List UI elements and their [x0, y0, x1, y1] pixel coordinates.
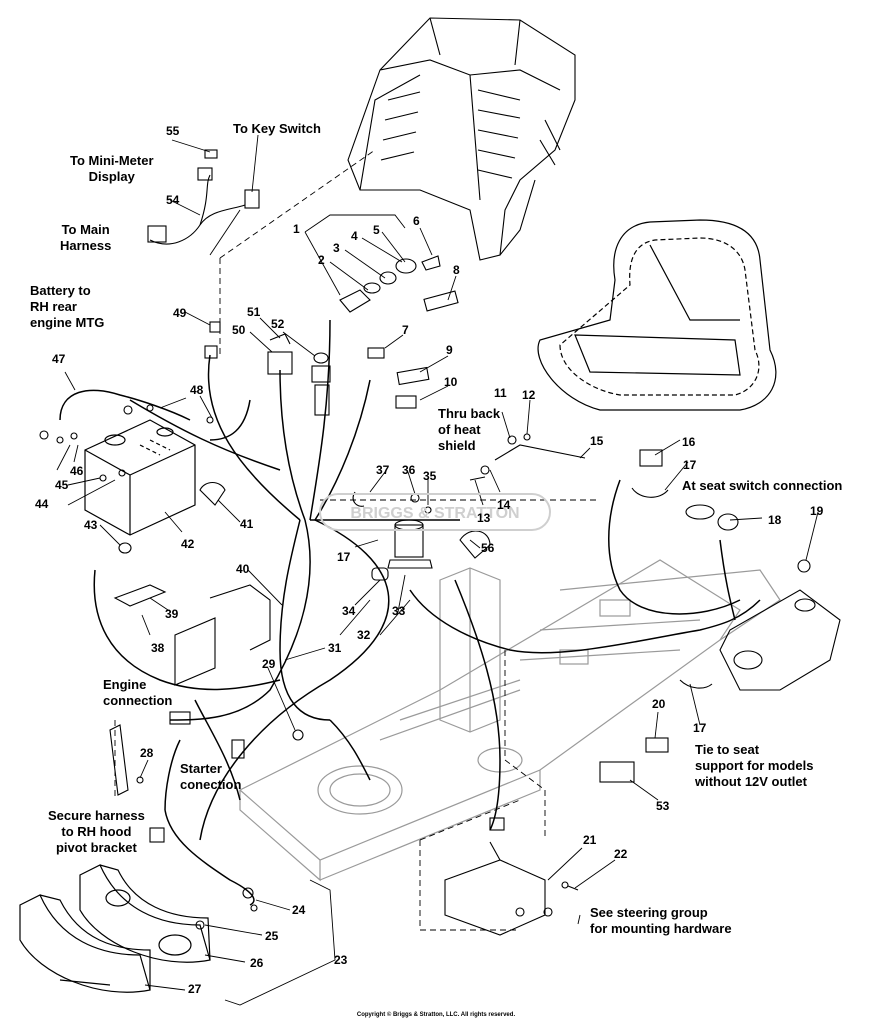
chassis-frame: [238, 559, 781, 882]
part-number: 21: [583, 833, 597, 847]
part-number: 47: [52, 352, 66, 366]
part-number: 31: [328, 641, 342, 655]
note-seat-switch: At seat switch connection: [682, 478, 843, 493]
part-number: 37: [376, 463, 390, 477]
part-number: 54: [166, 193, 180, 207]
part-number: 48: [190, 383, 204, 397]
part-number: 56: [481, 541, 495, 555]
part-number: 24: [292, 903, 306, 917]
part-number: 23: [334, 953, 348, 967]
part-number: 55: [166, 124, 180, 138]
watermark-text: BRIGGS & STRATTON: [350, 505, 519, 522]
part-number: 15: [590, 434, 604, 448]
part-number: 29: [262, 657, 276, 671]
part-number: 34: [342, 604, 356, 618]
part-number: 20: [652, 697, 666, 711]
copyright-text: Copyright © Briggs & Stratton, LLC. All …: [356, 1012, 516, 1018]
note-thru-back: Thru back of heat shield: [438, 406, 501, 453]
seat: [537, 219, 777, 411]
brand-watermark: BRIGGS & STRATTON: [319, 493, 551, 531]
part-number: 42: [181, 537, 195, 551]
part-number: 25: [265, 929, 279, 943]
part-number: 38: [151, 641, 165, 655]
note-engine-connection: Engine connection: [103, 677, 173, 708]
note-battery-to-rh: Battery to RH rear engine MTG: [30, 283, 105, 330]
part-number: 12: [522, 388, 536, 402]
note-to-mini-meter: To Mini-Meter Display: [70, 153, 154, 184]
part-number: 51: [247, 305, 261, 319]
part-number: 5: [373, 223, 380, 237]
part-number: 2: [318, 253, 325, 267]
part-number: 16: [682, 435, 696, 449]
part-number: 39: [165, 607, 179, 621]
part-number: 19: [810, 504, 824, 518]
part-number: 22: [614, 847, 628, 861]
part-number: 3: [333, 241, 340, 255]
part-number: 41: [240, 517, 254, 531]
part-number: 27: [188, 982, 202, 996]
note-to-main-harness: To Main Harness: [60, 222, 112, 253]
part-number: 9: [446, 343, 453, 357]
note-starter-connection: Starter conection: [180, 761, 242, 792]
part-number: 44: [35, 497, 49, 511]
part-number: 4: [351, 229, 358, 243]
part-number: 8: [453, 263, 460, 277]
part-number: 10: [444, 375, 458, 389]
part-number: 7: [402, 323, 409, 337]
part-number: 45: [55, 478, 69, 492]
headlights: [19, 864, 211, 993]
battery: [84, 419, 196, 536]
part-number: 52: [271, 317, 285, 331]
leader-lines: [56, 134, 819, 1006]
part-number: 46: [70, 464, 84, 478]
part-number: 17: [693, 721, 707, 735]
part-number: 40: [236, 562, 250, 576]
part-number: 35: [423, 469, 437, 483]
note-steering-group: See steering group for mounting hardware: [590, 905, 732, 936]
part-number: 36: [402, 463, 416, 477]
part-number: 1: [293, 222, 300, 236]
dash-panel: [347, 17, 576, 261]
part-number: 18: [768, 513, 782, 527]
part-number: 17: [683, 458, 697, 472]
part-number: 6: [413, 214, 420, 228]
part-number: 32: [357, 628, 371, 642]
part-number: 43: [84, 518, 98, 532]
part-number: 14: [497, 498, 511, 512]
part-number: 26: [250, 956, 264, 970]
note-secure-harness: Secure harness to RH hood pivot bracket: [48, 808, 145, 855]
part-number: 13: [477, 511, 491, 525]
part-number: 33: [392, 604, 406, 618]
part-number: 17: [337, 550, 351, 564]
note-to-key-switch: To Key Switch: [233, 121, 321, 136]
note-tie-to-seat: Tie to seat support for models without 1…: [695, 742, 814, 789]
part-number: 28: [140, 746, 154, 760]
part-number: 49: [173, 306, 187, 320]
leader-lines-dashed: [114, 149, 600, 931]
part-number: 53: [656, 799, 670, 813]
wiring-harness: [59, 319, 761, 906]
part-number: 11: [494, 386, 507, 400]
part-number: 50: [232, 323, 246, 337]
